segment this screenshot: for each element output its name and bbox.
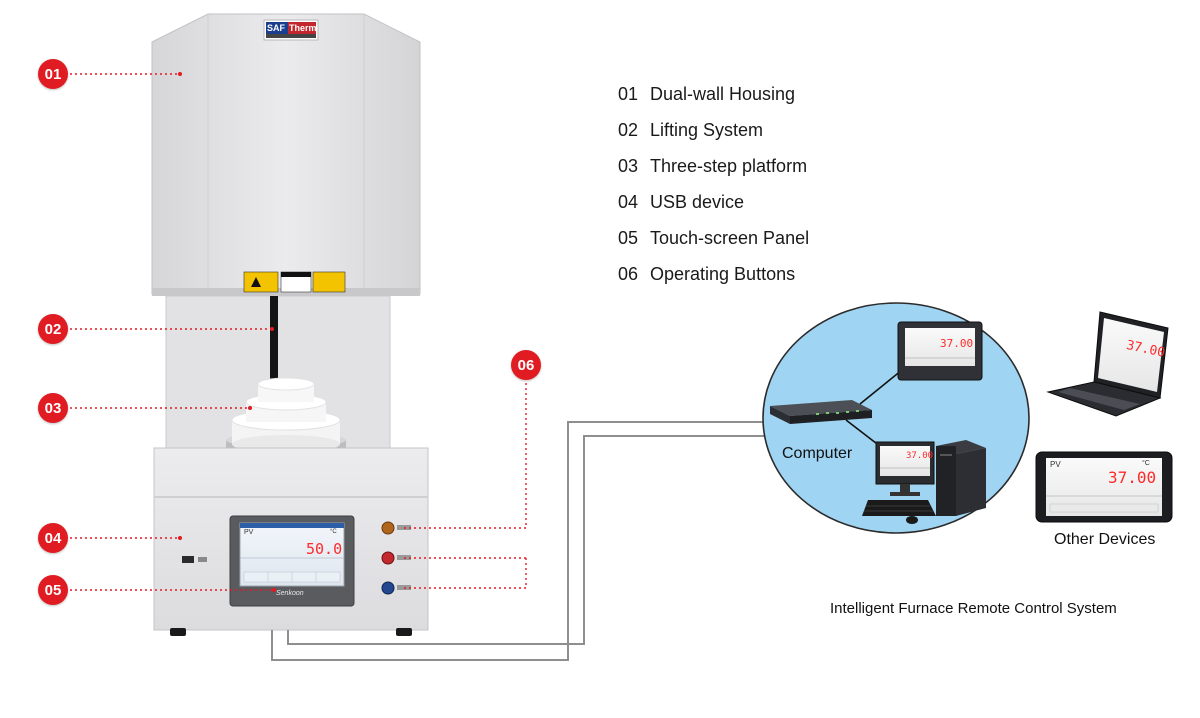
legend-number: 04 <box>618 192 639 212</box>
system-caption: Intelligent Furnace Remote Control Syste… <box>830 600 1117 617</box>
computer-label: Computer <box>782 445 853 462</box>
legend-label: Touch-screen Panel <box>650 228 810 248</box>
network-cables <box>271 421 770 661</box>
legend-item: 05 Touch-screen Panel <box>618 228 809 264</box>
lifting-rod <box>270 296 278 384</box>
panel-maker: Senkoon <box>276 590 304 597</box>
legend-item: 03 Three-step platform <box>618 156 809 192</box>
legend-label: Lifting System <box>650 120 764 140</box>
callout-leaders <box>70 73 527 591</box>
callout-badge-06: 06 <box>511 350 541 380</box>
dual-wall-housing <box>151 13 421 295</box>
legend-number: 06 <box>618 264 639 284</box>
furnace <box>151 13 429 636</box>
panel-unit: °C <box>330 529 337 535</box>
legend-item: 04 USB device <box>618 192 809 228</box>
callout-badge-04: 04 <box>38 523 68 553</box>
computer-monitor <box>875 441 935 496</box>
panel-pv-value: 50.0 <box>306 540 343 558</box>
callout-badge-05: 05 <box>38 575 68 605</box>
tablet-pv-label: PV <box>1050 460 1061 469</box>
legend-label: Dual-wall Housing <box>650 84 796 104</box>
legend-label: Three-step platform <box>650 156 808 176</box>
legend-number: 05 <box>618 228 639 248</box>
remote-panel-device <box>897 321 983 381</box>
legend-number: 03 <box>618 156 639 176</box>
legend-number: 01 <box>618 84 639 104</box>
callout-badge-01: 01 <box>38 59 68 89</box>
brand-letters-b: Therm <box>289 23 317 33</box>
usb-port <box>182 556 207 563</box>
computer-tower <box>936 440 986 516</box>
keyboard <box>862 500 936 524</box>
legend-label: USB device <box>650 192 745 212</box>
caution-label <box>243 271 346 293</box>
three-step-platform <box>224 377 348 464</box>
legend-item: 01 Dual-wall Housing <box>618 84 809 120</box>
tablet-unit: °C <box>1142 460 1150 467</box>
legend-label: Operating Buttons <box>650 264 796 284</box>
tablet-device <box>1035 451 1173 523</box>
brand-logo <box>263 19 319 41</box>
other-devices-label: Other Devices <box>1054 531 1156 548</box>
touch-screen-panel <box>229 515 355 607</box>
legend-item: 06 Operating Buttons <box>618 264 809 300</box>
laptop-device <box>1046 311 1169 417</box>
panel-pv-label: PV <box>244 529 254 536</box>
remote-panel-value: 37.00 <box>940 337 974 350</box>
legend-item: 02 Lifting System <box>618 120 809 156</box>
brand-letters-a: SAF <box>267 23 285 33</box>
network-switch-icon <box>770 400 872 424</box>
callout-badge-02: 02 <box>38 314 68 344</box>
tablet-value: 37.00 <box>1108 468 1157 487</box>
legend-number: 02 <box>618 120 639 140</box>
callout-badge-03: 03 <box>38 393 68 423</box>
monitor-value: 37.00 <box>906 451 934 461</box>
remote-control-bubble <box>762 302 1030 534</box>
